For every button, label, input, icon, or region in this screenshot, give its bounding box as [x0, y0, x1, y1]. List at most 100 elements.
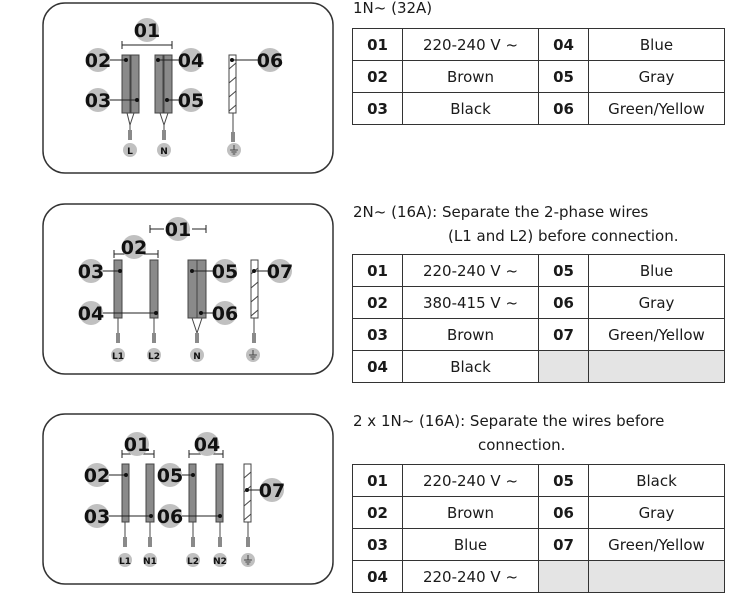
label-number: 01 [165, 219, 191, 241]
terminal-label: N2 [213, 557, 227, 567]
item-number [538, 350, 589, 383]
hatch [250, 295, 259, 303]
diagram-frame [42, 2, 334, 174]
title-line: 2 x 1N~ (16A): Separate the wires before [353, 412, 665, 430]
wire-insulation [149, 259, 159, 319]
item-number: 06 [538, 496, 589, 529]
item-value: Brown [402, 60, 539, 93]
terminal-label: N [160, 147, 168, 157]
leader-dot [124, 58, 128, 62]
label-number: 01 [124, 434, 150, 456]
item-value: Blue [588, 254, 725, 287]
item-value: Gray [588, 286, 725, 319]
label-number: 04 [178, 50, 204, 72]
leader-dot [230, 58, 234, 62]
wire-insulation [113, 259, 123, 319]
section-3-title: 2 x 1N~ (16A): Separate the wires before… [353, 409, 664, 457]
terminal-badge [157, 143, 171, 157]
label-badge [213, 259, 237, 283]
terminal-badge [123, 143, 137, 157]
leader-dot [190, 269, 194, 273]
item-value [588, 350, 725, 383]
wire-split [159, 112, 165, 126]
terminal-label: L2 [148, 352, 160, 362]
label-badge [86, 48, 110, 72]
item-value: 220-240 V ~ [402, 464, 539, 497]
wire-core [246, 537, 250, 547]
item-number: 01 [352, 464, 403, 497]
item-value: Brown [402, 318, 539, 351]
leader-dot [118, 269, 122, 273]
wire-core [162, 130, 166, 140]
label-badge [135, 18, 159, 42]
label-badge [158, 504, 182, 528]
label-badge [260, 478, 284, 502]
item-number: 07 [538, 528, 589, 561]
title-line: (L1 and L2) before connection. [448, 227, 679, 245]
wire-split [126, 112, 131, 126]
item-value: Gray [588, 496, 725, 529]
label-badge [122, 235, 146, 259]
label-number: 03 [78, 261, 104, 283]
diagram-frame [42, 203, 334, 375]
hatch [228, 76, 237, 84]
terminal-badge [118, 553, 132, 567]
item-number: 04 [538, 28, 589, 61]
leader-dot [245, 488, 249, 492]
wire-split [191, 317, 198, 334]
label-number: 03 [85, 90, 111, 112]
item-number: 05 [538, 254, 589, 287]
label-badge [195, 432, 219, 456]
wire-insulation [121, 54, 131, 114]
terminal-label: L1 [112, 352, 124, 362]
leader-dot [149, 514, 153, 518]
title-line: connection. [478, 436, 566, 454]
label-badge [86, 88, 110, 112]
terminal-label: L2 [187, 557, 199, 567]
label-number: 01 [134, 20, 160, 42]
label-badge [179, 88, 203, 112]
item-value: 220-240 V ~ [402, 28, 539, 61]
item-value: Black [588, 464, 725, 497]
item-value: Black [402, 350, 539, 383]
terminal-badge [213, 553, 227, 567]
title-line: 2N~ (16A): Separate the 2-phase wires [353, 203, 649, 221]
hatch [243, 513, 252, 521]
label-number: 07 [267, 261, 293, 283]
item-number: 04 [352, 350, 403, 383]
item-number: 06 [538, 92, 589, 125]
label-badge [166, 217, 190, 241]
hatch [243, 499, 252, 507]
label-badge [158, 463, 182, 487]
label-badge [79, 301, 103, 325]
label-badge [85, 463, 109, 487]
item-value: 220-240 V ~ [402, 254, 539, 287]
item-number: 05 [538, 464, 589, 497]
label-number: 02 [84, 465, 110, 487]
item-value: Blue [588, 28, 725, 61]
item-value: Blue [402, 528, 539, 561]
wire-insulation [130, 54, 140, 114]
label-badge [258, 48, 282, 72]
label-badge [179, 48, 203, 72]
wire-core [123, 537, 127, 547]
wire-core [116, 333, 120, 343]
hatch [250, 281, 259, 289]
hatch [228, 90, 237, 98]
terminal-label: L [127, 147, 133, 157]
terminal-badge [190, 348, 204, 362]
label-badge [85, 504, 109, 528]
item-number [538, 560, 589, 593]
wire-core [148, 537, 152, 547]
